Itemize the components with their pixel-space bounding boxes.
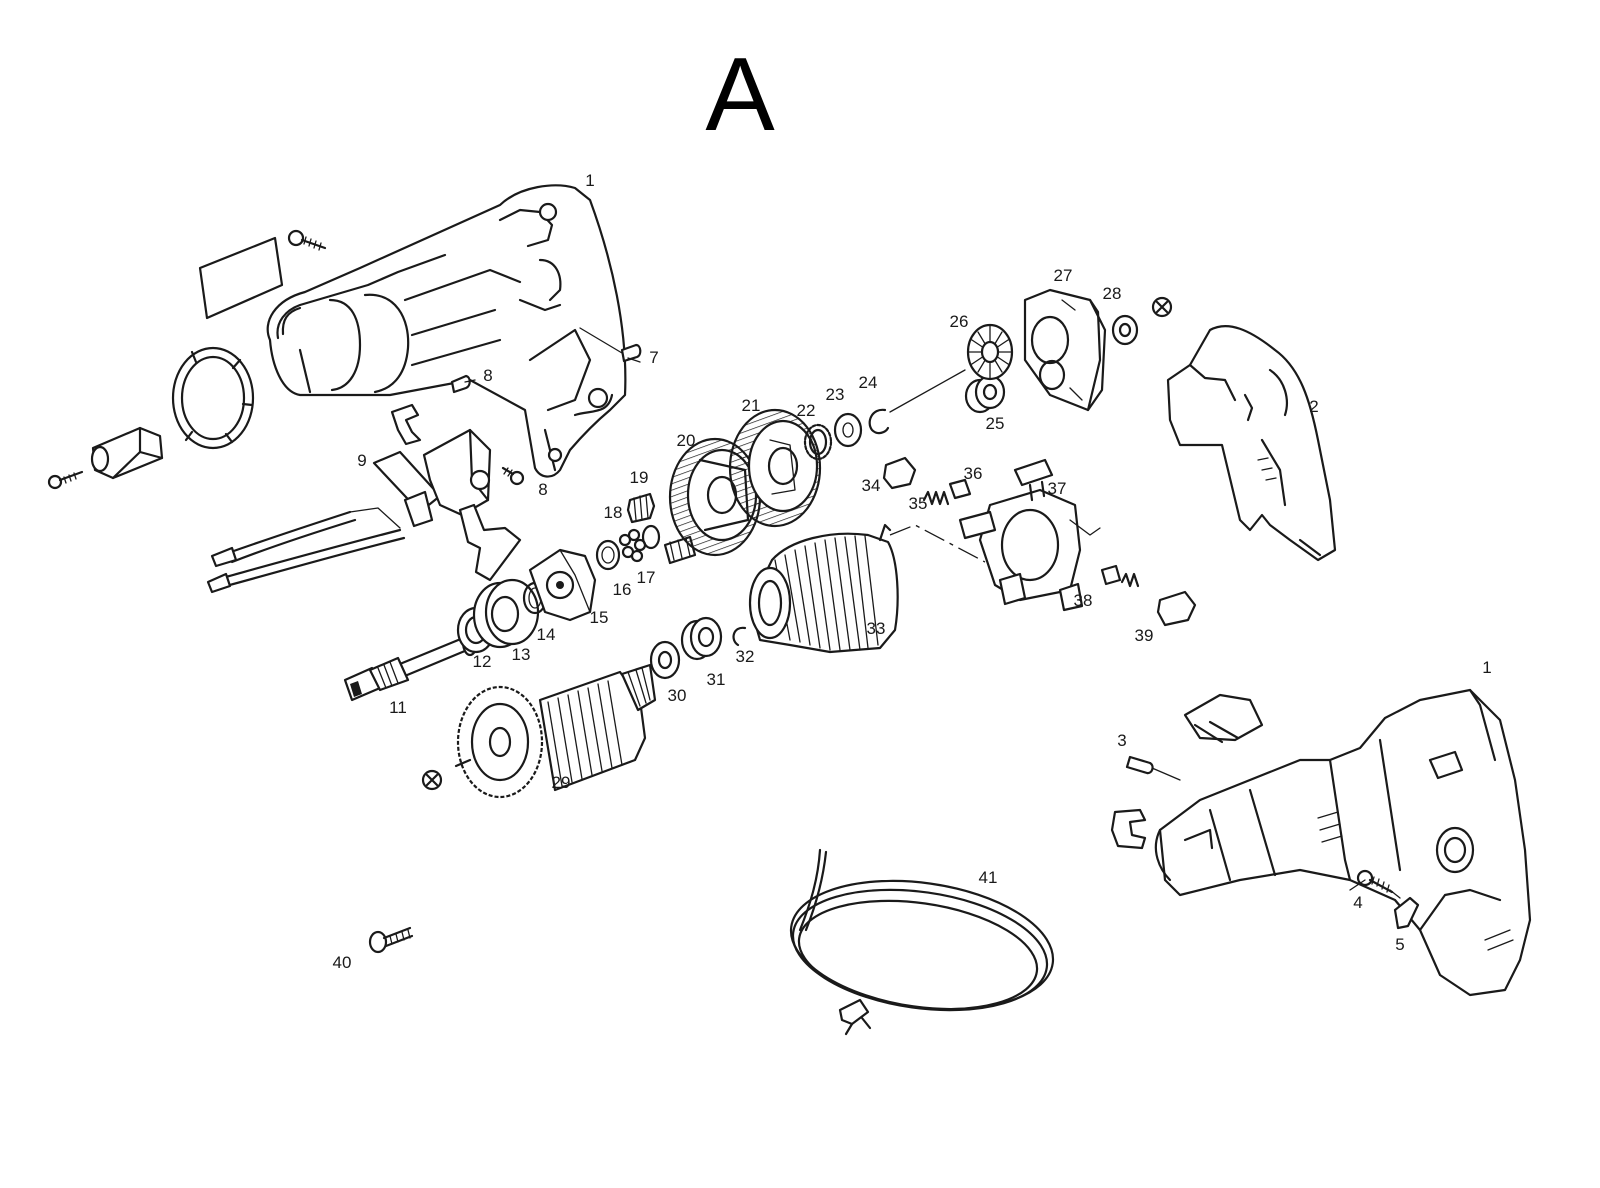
callout-32: 32	[736, 647, 755, 666]
callout-26: 26	[950, 312, 969, 331]
callout-36: 36	[964, 464, 983, 483]
callout-38: 38	[1074, 591, 1093, 610]
callout-25: 25	[986, 414, 1005, 433]
hex-bit-adapter	[90, 426, 164, 480]
axis-line-24-26	[889, 369, 966, 413]
callout-34: 34	[862, 476, 881, 495]
callout-9: 9	[357, 451, 366, 470]
housing-clip	[1110, 808, 1147, 850]
callout-11: 11	[389, 698, 407, 717]
callout-40: 40	[333, 953, 352, 972]
switch-wires	[206, 507, 406, 594]
part-9-switch	[372, 428, 522, 582]
part-40-screw	[368, 926, 414, 954]
callout-29: 29	[552, 773, 571, 792]
part-16-washer	[595, 539, 621, 571]
part-5-clamp	[1393, 896, 1420, 930]
part-23-washer	[833, 412, 863, 448]
retaining-ring	[171, 346, 255, 450]
callout-4: 4	[1353, 893, 1362, 912]
part-37-brush-holder	[958, 458, 1101, 612]
callout-22: 22	[797, 401, 816, 420]
part-1-housing-left	[266, 184, 627, 478]
part-27-intermediate-flange	[1023, 288, 1107, 412]
screw-adapter	[47, 470, 84, 490]
part-22-needle-ring	[803, 423, 833, 461]
part-38-brush	[1100, 564, 1140, 588]
callout-2: 2	[1309, 397, 1318, 416]
part-8-screw-lower	[501, 466, 525, 486]
part-13-bearing-plate	[472, 578, 540, 649]
part-11-spindle	[343, 627, 479, 702]
part-36-carbon-brush	[948, 478, 972, 500]
part-28-nut	[1111, 296, 1173, 346]
callout-1-top: 1	[585, 171, 594, 190]
part-2-handle-cover	[1166, 325, 1337, 562]
callout-37: 37	[1048, 479, 1067, 498]
part-24-circlip	[868, 408, 890, 435]
callout-35: 35	[909, 494, 928, 513]
callout-19: 19	[630, 468, 649, 487]
callout-labels: 1 1 2 3 4 5 7 8 8 9 11 12 13 14 15 16 17…	[333, 171, 1492, 972]
callout-12: 12	[473, 652, 492, 671]
callout-15: 15	[590, 608, 609, 627]
callout-41: 41	[979, 868, 998, 887]
callout-13: 13	[512, 645, 531, 664]
leader-lines	[464, 357, 1401, 899]
callout-20: 20	[677, 431, 696, 450]
callout-18: 18	[604, 503, 623, 522]
label-plate	[198, 236, 284, 320]
part-4-screw	[1356, 869, 1394, 894]
part-34-brush-cap	[882, 456, 917, 490]
part-7-pin	[579, 327, 642, 363]
part-3-pin	[1125, 755, 1181, 781]
part-1-housing-assembled	[1154, 688, 1532, 997]
callout-3: 3	[1117, 731, 1126, 750]
callout-24: 24	[859, 373, 878, 392]
callout-5: 5	[1395, 935, 1404, 954]
stator-leader	[889, 524, 986, 563]
callout-30: 30	[668, 686, 687, 705]
callout-17: 17	[637, 568, 656, 587]
callout-1-right: 1	[1482, 658, 1491, 677]
callout-8-lower: 8	[538, 480, 547, 499]
callout-8-upper: 8	[483, 366, 492, 385]
callout-14: 14	[537, 625, 556, 644]
part-41-power-cord	[789, 848, 1055, 1036]
part-21-gear	[728, 408, 822, 528]
part-18-needle-cage	[618, 528, 647, 563]
part-33-stator	[748, 523, 899, 654]
part-35-spring	[922, 490, 950, 506]
callout-27: 27	[1054, 266, 1073, 285]
diagram-title: A	[705, 37, 775, 153]
callout-31: 31	[707, 670, 726, 689]
callout-21: 21	[742, 396, 761, 415]
part-30-bearing	[649, 640, 681, 680]
part-25-bearing	[964, 374, 1006, 414]
part-32-circlip	[732, 626, 747, 647]
callout-7: 7	[649, 348, 658, 367]
hook-clip	[390, 403, 422, 446]
part-15-gear-housing	[528, 548, 597, 622]
part-8-pin-upper	[450, 374, 471, 394]
screw-housing-top	[287, 229, 327, 251]
part-26-gear	[966, 323, 1014, 381]
part-17-washer	[641, 524, 661, 550]
callout-33: 33	[867, 619, 886, 638]
callout-39: 39	[1135, 626, 1154, 645]
callout-23: 23	[826, 385, 845, 404]
part-39-brush-cap	[1156, 590, 1197, 627]
callout-16: 16	[613, 580, 632, 599]
callout-28: 28	[1103, 284, 1122, 303]
part-31-bearing-ring	[680, 616, 723, 661]
part-29-armature	[421, 663, 657, 799]
